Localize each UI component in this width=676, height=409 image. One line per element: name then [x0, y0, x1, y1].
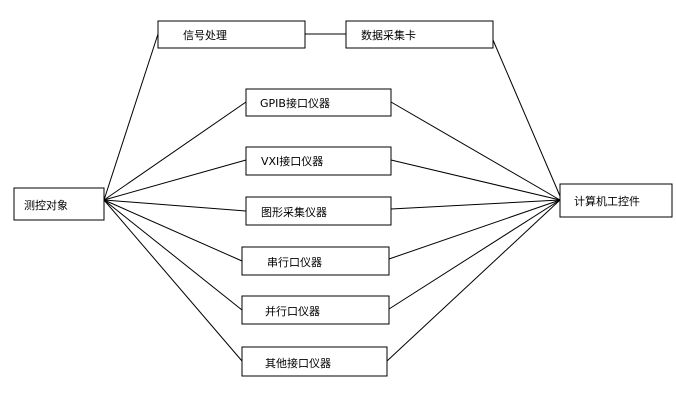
- node-vxi: VXI接口仪器: [245, 146, 392, 176]
- node-daq-card: 数据采集卡: [345, 20, 494, 49]
- node-serial-label: 串行口仪器: [267, 256, 322, 269]
- node-parallel-label: 并行口仪器: [265, 304, 320, 318]
- edge-target-other: [103, 199, 243, 362]
- node-computer-label: 计算机工控件: [574, 194, 640, 208]
- node-signal-processing: 信号处理: [157, 20, 306, 49]
- edge-vxi-computer: [390, 159, 561, 201]
- node-daq-card-label: 数据采集卡: [361, 28, 416, 42]
- node-computer: 计算机工控件: [559, 183, 673, 218]
- node-other: 其他接口仪器: [241, 346, 388, 377]
- node-target: 测控对象: [13, 187, 105, 221]
- node-parallel: 并行口仪器: [241, 295, 390, 325]
- edge-daq-card-computer: [492, 39, 561, 197]
- node-vxi-label: VXI接口仪器: [261, 155, 323, 168]
- node-image-acq: 图形采集仪器: [245, 196, 392, 226]
- edge-target-serial: [103, 199, 243, 262]
- edge-gpib-computer: [390, 101, 561, 201]
- edge-target-vxi: [103, 159, 247, 201]
- edge-target-parallel: [103, 199, 243, 311]
- edge-image-acq-computer: [390, 199, 561, 210]
- edge-parallel-computer: [388, 199, 561, 310]
- node-gpib: GPIB接口仪器: [245, 88, 392, 117]
- edge-target-image-acq: [103, 199, 247, 212]
- edge-other-computer: [386, 199, 561, 362]
- connections: [103, 33, 561, 362]
- edge-target-gpib: [103, 101, 247, 201]
- node-image-acq-label: 图形采集仪器: [261, 205, 327, 219]
- edge-serial-computer: [388, 199, 561, 260]
- edge-target-signal-processing: [103, 33, 159, 201]
- node-target-label: 测控对象: [24, 198, 68, 212]
- node-signal-processing-label: 信号处理: [183, 29, 227, 42]
- node-serial: 串行口仪器: [241, 246, 390, 276]
- node-other-label: 其他接口仪器: [265, 357, 331, 370]
- node-gpib-label: GPIB接口仪器: [260, 97, 330, 110]
